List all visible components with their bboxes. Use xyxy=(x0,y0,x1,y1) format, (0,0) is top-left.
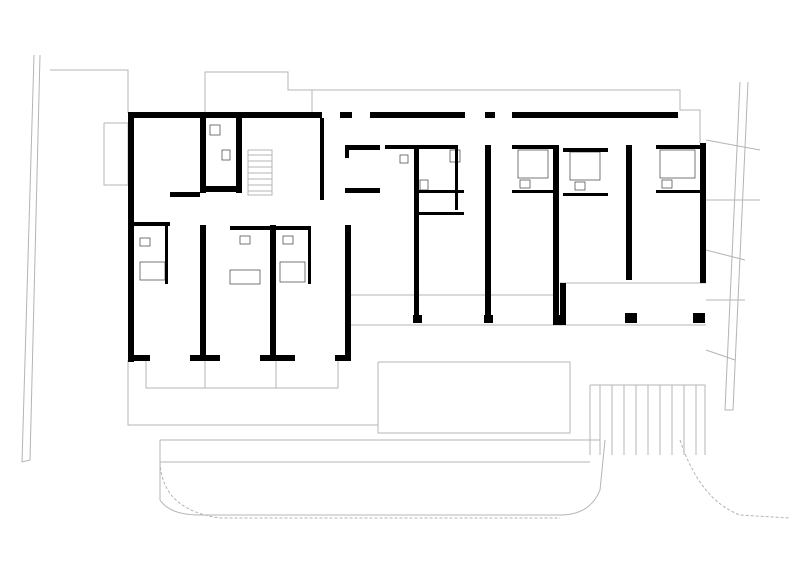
bathroom-fixture xyxy=(574,181,586,191)
wall xyxy=(385,145,455,149)
bathroom-fixtures xyxy=(139,124,696,285)
site-line-3 xyxy=(312,89,701,143)
wall xyxy=(165,226,168,284)
wall xyxy=(236,118,242,193)
wall xyxy=(656,190,700,193)
wall xyxy=(553,145,559,320)
bathroom-fixture xyxy=(229,269,261,285)
site-line-16 xyxy=(705,249,746,261)
wall xyxy=(128,355,150,361)
wall xyxy=(345,188,380,193)
wall xyxy=(340,112,352,118)
wall xyxy=(512,190,557,193)
bathroom-fixture xyxy=(221,149,231,161)
wall xyxy=(345,150,349,158)
site-line-8 xyxy=(127,360,378,426)
wall xyxy=(230,226,310,230)
wall xyxy=(200,225,206,361)
site-line-4 xyxy=(103,122,129,186)
bathroom-fixture xyxy=(419,179,429,191)
wall xyxy=(414,212,464,215)
site-line-13 xyxy=(724,81,749,411)
wall xyxy=(625,313,637,323)
site-line-2 xyxy=(204,71,313,113)
wall xyxy=(414,145,419,320)
bathroom-fixture xyxy=(399,154,409,164)
bathroom-fixture xyxy=(239,235,251,245)
wall xyxy=(485,112,495,118)
bathroom-fixture xyxy=(517,149,549,179)
site-dashed-path-2 xyxy=(159,461,560,519)
site-line-9 xyxy=(377,361,571,434)
wall xyxy=(512,145,557,149)
wall xyxy=(200,118,206,193)
wall xyxy=(260,355,295,361)
site-curve-32 xyxy=(159,439,606,516)
wall xyxy=(170,192,200,197)
wall xyxy=(134,222,170,226)
wall xyxy=(485,145,491,320)
wall xyxy=(308,226,311,284)
site-line-18 xyxy=(705,349,736,361)
wall xyxy=(563,193,608,196)
bathroom-fixture xyxy=(519,179,531,189)
wall xyxy=(560,283,566,325)
wall xyxy=(128,112,322,118)
bathroom-fixture xyxy=(139,237,151,247)
site-line-0 xyxy=(21,54,41,463)
bathroom-fixture xyxy=(659,149,696,179)
wall xyxy=(700,143,706,283)
wall xyxy=(626,145,632,280)
walls xyxy=(128,112,706,362)
site-line-14 xyxy=(705,139,761,151)
wall xyxy=(345,145,380,150)
wall xyxy=(128,112,134,362)
stair xyxy=(247,149,273,196)
bathroom-fixture xyxy=(661,179,673,189)
site-line-5 xyxy=(145,360,339,389)
bathroom-fixture xyxy=(569,151,601,181)
wall xyxy=(484,315,493,323)
wall xyxy=(413,315,422,323)
site-line-19 xyxy=(590,384,706,455)
wall xyxy=(563,148,608,152)
wall xyxy=(553,315,563,325)
wall xyxy=(455,145,458,210)
wall xyxy=(270,225,276,361)
wall xyxy=(335,355,351,361)
wall xyxy=(345,225,351,361)
bathroom-fixture xyxy=(279,261,306,283)
wall xyxy=(414,190,464,193)
site-dashed-path xyxy=(679,439,791,519)
wall xyxy=(693,313,705,323)
wall xyxy=(656,145,700,149)
bathroom-fixture xyxy=(282,235,294,245)
bathroom-fixture xyxy=(139,261,166,281)
site-line-1 xyxy=(50,69,129,113)
wall xyxy=(512,112,678,118)
wall xyxy=(370,112,465,118)
wall xyxy=(320,118,324,200)
site-outlines xyxy=(21,54,791,519)
bathroom-fixture xyxy=(209,124,221,136)
wall xyxy=(200,186,242,192)
